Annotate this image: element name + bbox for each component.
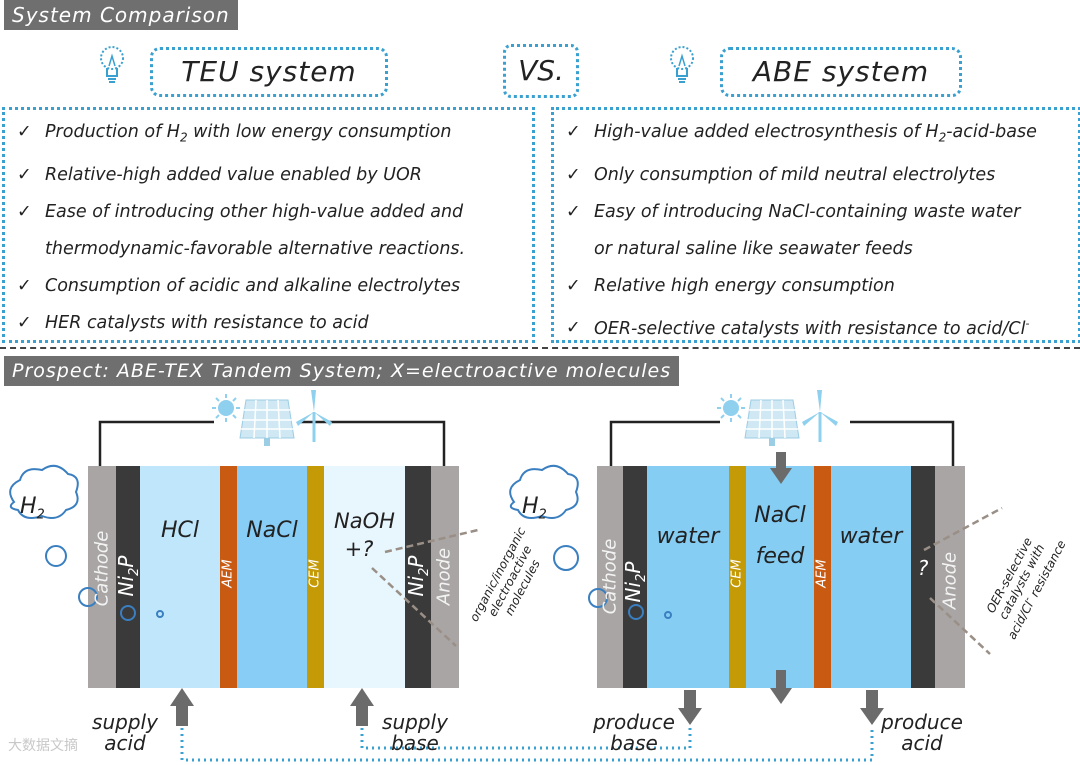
plus-question-label: +? [344,537,374,561]
anode-label: Anode [433,547,455,606]
h2-label-left: H2 [20,494,45,523]
teu-title: TEU system [150,47,388,97]
divider [0,347,1080,349]
checkmark-icon: ✓ [566,122,581,142]
water-chamber [831,466,911,688]
watermark: 大数据文摘 [8,738,78,754]
feed-label: feed [755,544,805,569]
h2-cloud-right [509,464,672,620]
cem-membrane [307,466,324,688]
checkmark-icon: ✓ [566,318,581,339]
anode-electrode [935,466,965,688]
checkmark-icon: ✓ [17,312,32,333]
checkmark-icon: ✓ [566,201,581,222]
nacl-feed-label: NaCl [754,503,806,528]
arrow-down-icon [860,690,884,725]
list-item: ✓Easy of introducing NaCl-containing was… [566,194,1078,231]
anode-label: Anode [939,551,961,610]
cathode-label: Cathode [91,530,113,607]
checkmark-icon: ✓ [17,201,32,222]
checkmark-icon: ✓ [17,275,32,296]
abe-list: ✓High-value added electrosynthesis of H2… [551,107,1080,343]
list-item: thermodynamic-favorable alternative reac… [45,238,466,259]
ni2p-layer [623,466,647,688]
naoh-label: NaOH [334,509,395,533]
checkmark-icon: ✓ [566,275,581,296]
water-chamber [647,466,729,688]
sun-icon [717,394,745,422]
cathode-label: Cathode [599,538,621,615]
section-title-prospect: Prospect: ABE-TEX Tandem System; X=elect… [4,356,680,386]
left-electrolyzer [88,466,459,688]
checkmark-icon: ✓ [566,164,581,185]
hcl-chamber [140,466,220,688]
lightbulb-icon [670,46,694,83]
aem-membrane [220,466,237,688]
list-item: ✓Relative high energy consumption [566,268,1078,305]
ni2p-layer [405,466,431,688]
h2-cloud-left [9,464,164,621]
vs-label: VS. [503,44,579,98]
list-item: ✓Only consumption of mild neutral electr… [566,157,1078,194]
anode-electrode [431,466,459,688]
solar-panel-icon [239,399,295,446]
ni2p-layer [116,466,140,688]
section-title-comparison: System Comparison [4,0,238,30]
nacl-chamber [237,466,307,688]
list-item: or natural saline like seawater feeds [594,238,913,259]
arrow-down-icon [678,690,702,725]
checkmark-icon: ✓ [17,122,32,142]
sun-icon [212,394,240,422]
ni2p-label: Ni2P [621,561,649,603]
list-item: ✓High-value added electrosynthesis of H2… [566,114,1078,157]
cem-label: CEM [307,559,323,588]
ni2p-label-right: Ni2P [404,555,432,597]
arrow-down-icon [770,670,792,704]
catalyst-layer [911,466,935,688]
wind-turbine-icon [296,390,332,442]
arrow-up-icon [170,688,194,726]
list-item: ✓Production of H2 with low energy consum… [17,114,532,157]
lightbulb-icon [100,46,124,83]
list-item: ✓HER catalysts with resistance to acid [17,305,532,342]
tandem-diagram [9,390,1003,762]
teu-list: ✓Production of H2 with low energy consum… [2,107,535,343]
checkmark-icon: ✓ [17,164,32,185]
cathode-electrode [88,466,116,688]
arrow-down-icon [770,452,792,484]
cem-label: CEM [729,559,745,588]
list-item: ✓Ease of introducing other high-value ad… [17,194,532,231]
wind-turbine-icon [802,390,838,442]
abe-title: ABE system [720,47,962,97]
nacl-feed-chamber [746,466,814,688]
solar-panel-icon [744,399,800,446]
nacl-label: NaCl [246,518,298,543]
flow-arrows [170,452,884,726]
right-electrolyzer [597,466,965,688]
arrow-up-icon [350,688,374,726]
cathode-electrode [597,466,623,688]
water-label-right: water [839,524,903,549]
list-item: ✓Relative-high added value enabled by UO… [17,157,532,194]
aem-label: AEM [814,559,830,588]
question-label: ? [917,556,929,580]
aem-membrane [814,466,831,688]
hcl-label: HCl [160,518,200,543]
list-item: ✓OER-selective catalysts with resistance… [566,305,1078,348]
aem-label: AEM [220,559,236,588]
list-item: ✓Consumption of acidic and alkaline elec… [17,268,532,305]
cem-membrane [729,466,746,688]
water-label-left: water [656,524,720,549]
h2-label-right: H2 [522,494,547,523]
naoh-chamber [324,466,405,688]
ni2p-label-left: Ni2P [114,555,142,597]
